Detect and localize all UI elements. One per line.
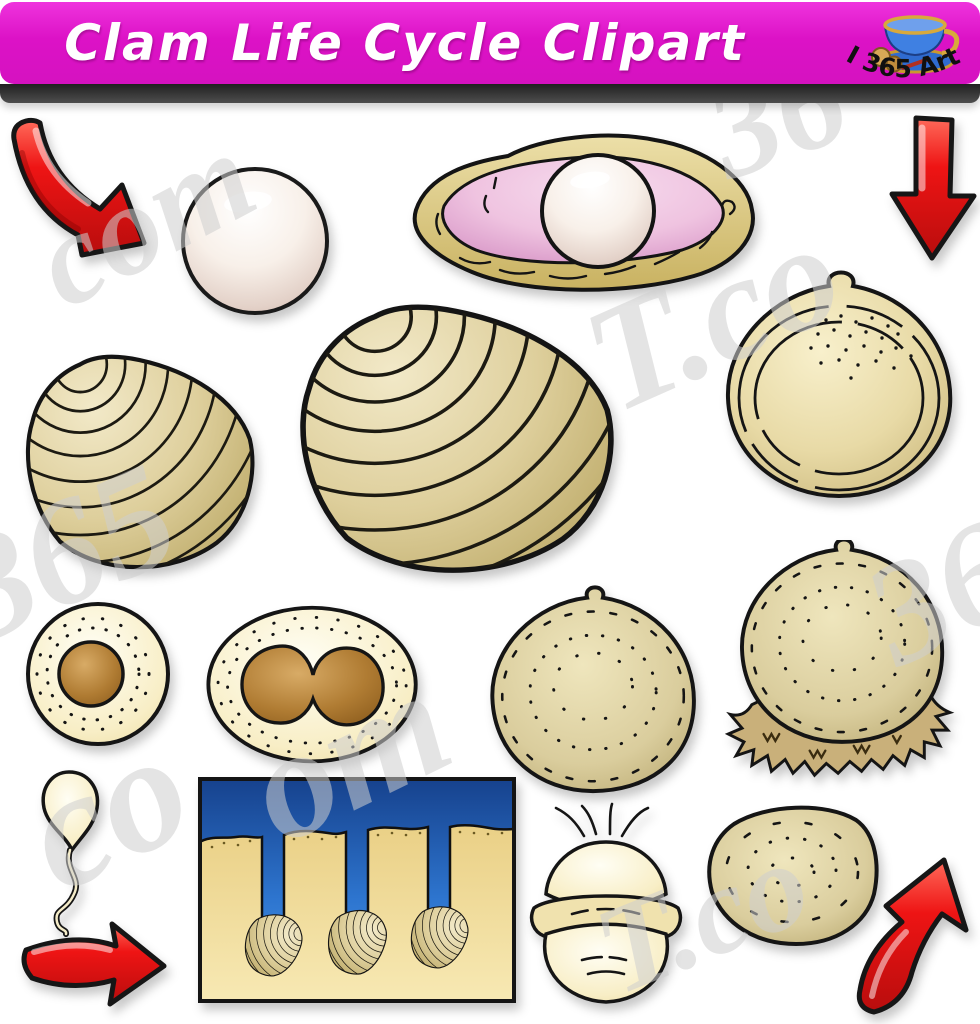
dividing-nuclei (240, 644, 385, 727)
arrow-curved-down-right (11, 117, 147, 258)
adult-clam-shell-large (288, 290, 624, 590)
title-banner: Clam Life Cycle Clipart (0, 2, 980, 84)
sand-specks (210, 830, 504, 849)
oyster-shell-with-pearl (412, 133, 755, 292)
pearl (181, 167, 329, 315)
trochophore-larva-with-cilia (724, 540, 955, 778)
egg-nucleus (57, 640, 125, 708)
cookie-icon (885, 55, 903, 73)
trochophore-larva (490, 585, 696, 794)
buried-clams-sand-scene (198, 777, 516, 1003)
pearl (540, 153, 656, 269)
egg-cell (26, 602, 170, 746)
arrow-down (889, 115, 977, 261)
teacup-rim (883, 15, 947, 35)
arrow-curved-up-right (856, 857, 969, 1015)
spoon-icon (901, 57, 931, 70)
pediveliger-larva (529, 802, 683, 1004)
round-clam-shell (725, 270, 953, 499)
cilia-hairs (554, 802, 650, 838)
sperm-cell (41, 770, 100, 937)
sperm-head (41, 770, 100, 854)
speckles (809, 314, 913, 380)
page-title: Clam Life Cycle Clipart (64, 14, 746, 72)
i365art-logo: I 365 Art (842, 15, 964, 83)
scene-border (198, 777, 516, 1003)
header-shadow-strip (0, 84, 980, 103)
teacup-handle (941, 28, 960, 56)
arrow-right (21, 921, 167, 1007)
adult-clam-shell-small (17, 343, 262, 583)
dividing-egg-cell (206, 605, 418, 764)
juvenile-clam (707, 805, 879, 947)
